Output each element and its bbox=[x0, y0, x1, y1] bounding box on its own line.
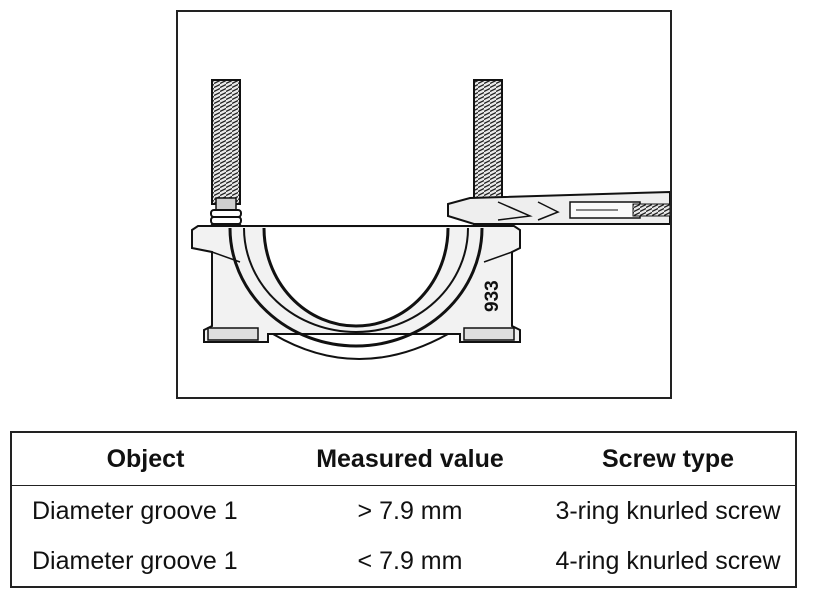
cell-measured-value: > 7.9 mm bbox=[357, 496, 463, 525]
header-measured-value: Measured value bbox=[279, 432, 541, 486]
table-row: Diameter groove 1 < 7.9 mm 4-ring knurle… bbox=[11, 536, 796, 587]
caliper-gauge bbox=[447, 190, 670, 225]
header-screw-type: Screw type bbox=[541, 432, 796, 486]
cell-measured-value: < 7.9 mm bbox=[357, 546, 463, 575]
header-object: Object bbox=[11, 432, 279, 486]
cell-screw-type: 3-ring knurled screw bbox=[555, 496, 781, 525]
cell-object: Diameter groove 1 bbox=[32, 546, 238, 575]
cell-screw-type: 4-ring knurled screw bbox=[555, 546, 781, 575]
illustration-frame: 933 bbox=[176, 10, 672, 399]
table-row: Diameter groove 1 > 7.9 mm 3-ring knurle… bbox=[11, 486, 796, 537]
bearing-cap-illustration: 933 bbox=[191, 79, 670, 360]
threaded-stud-left bbox=[210, 79, 242, 232]
cell-object: Diameter groove 1 bbox=[32, 496, 238, 525]
part-number-label: 933 bbox=[482, 280, 503, 312]
bearing-cap bbox=[191, 225, 521, 360]
table-header-row: Object Measured value Screw type bbox=[11, 432, 796, 486]
measurement-table: Object Measured value Screw type Diamete… bbox=[10, 431, 797, 588]
